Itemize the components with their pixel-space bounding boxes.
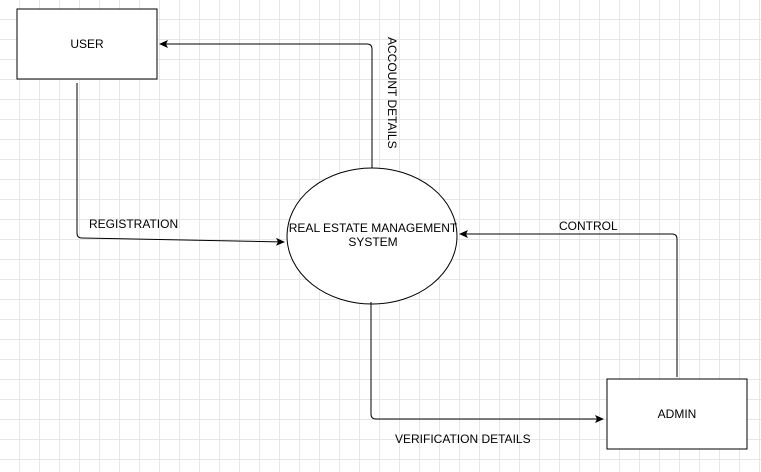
control-flow[interactable] bbox=[459, 230, 678, 377]
system-label: REAL ESTATE MANAGEMENT SYSTEM bbox=[288, 221, 458, 249]
admin-label: ADMIN bbox=[657, 407, 697, 421]
account-details-flow[interactable] bbox=[159, 40, 373, 168]
registration-flow[interactable] bbox=[76, 83, 285, 246]
verification-details-label: VERIFICATION DETAILS bbox=[395, 432, 531, 446]
registration-label: REGISTRATION bbox=[89, 217, 179, 231]
admin-box[interactable] bbox=[606, 378, 748, 450]
account-details-label: ACCOUNT DETAILS bbox=[385, 37, 399, 149]
control-label: CONTROL bbox=[559, 219, 618, 233]
user-box[interactable] bbox=[16, 8, 158, 80]
verification-details-flow[interactable] bbox=[370, 302, 604, 423]
user-label: USER bbox=[70, 37, 104, 51]
